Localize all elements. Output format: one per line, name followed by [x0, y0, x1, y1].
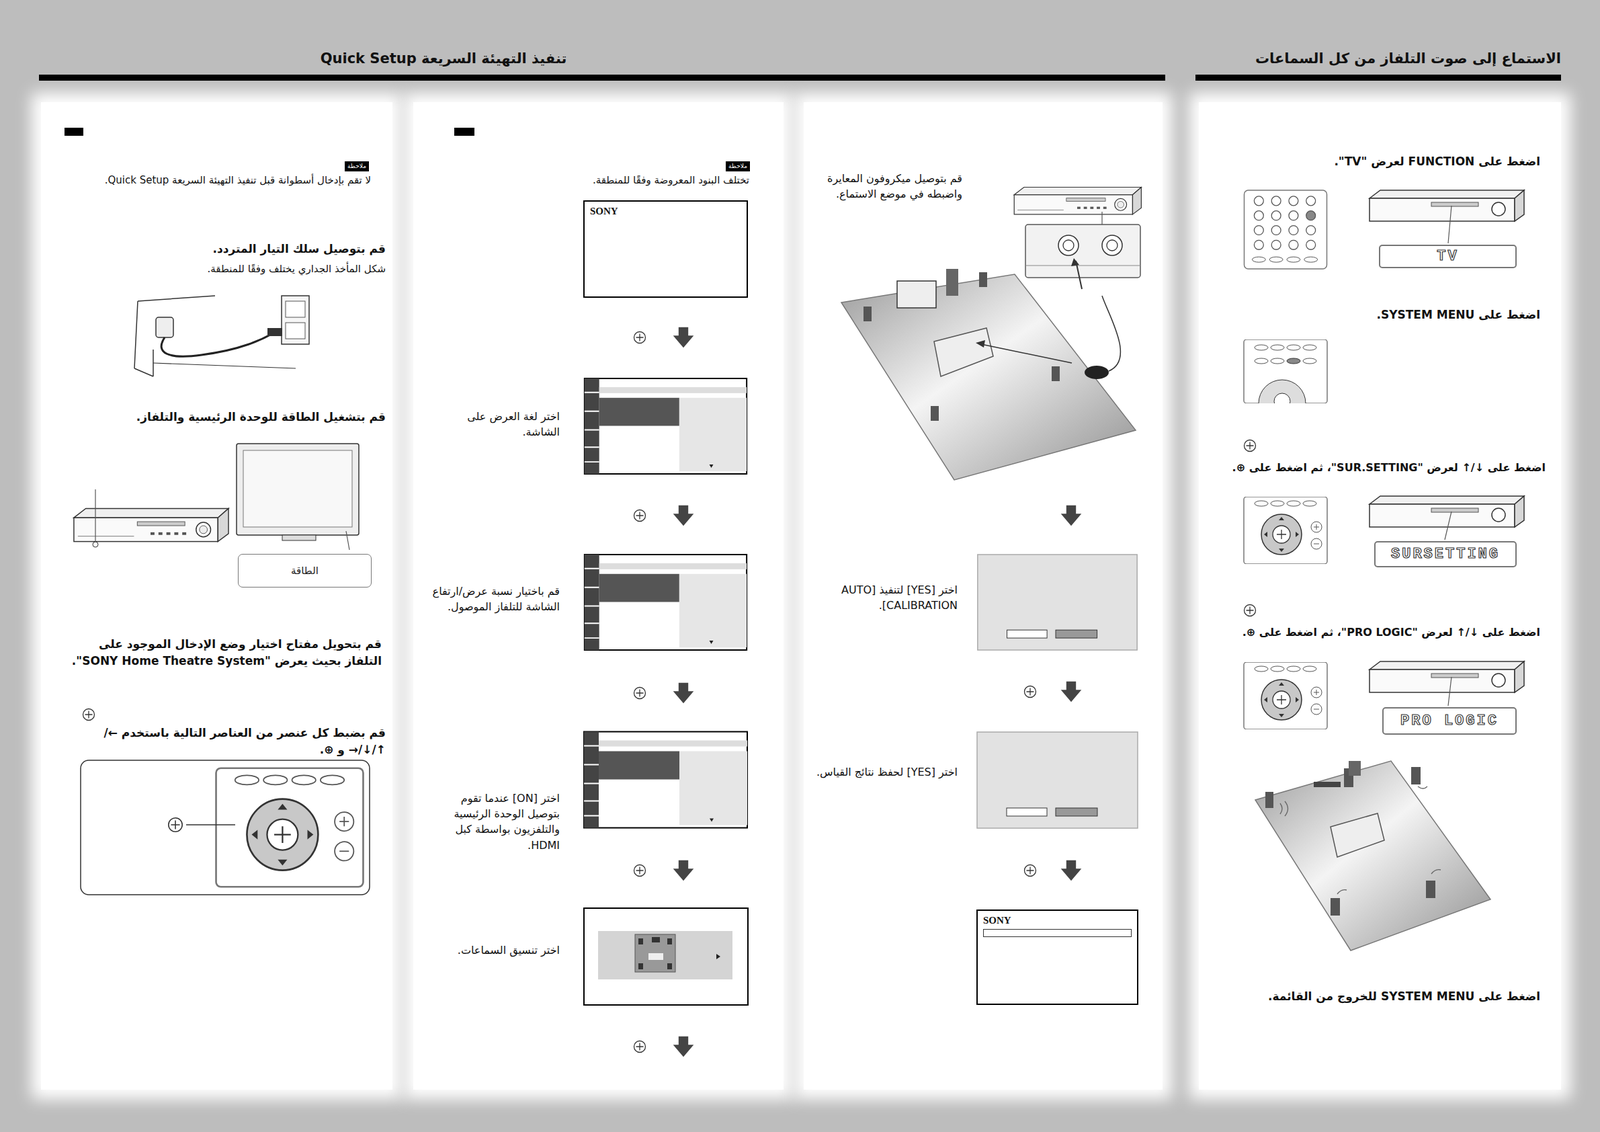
logo-text: SONY: [983, 914, 1132, 926]
display-window: SURSETTING: [1374, 540, 1517, 568]
instruction-text: اضغط على ↓/↑ لعرض "SUR.SETTING"، ثم اضغط…: [1209, 459, 1546, 476]
instruction-text: قم بتوصيل سلك التيار المتردد.: [69, 240, 386, 258]
logo-text: SONY: [590, 205, 742, 218]
lcd-text: TV: [1436, 247, 1459, 265]
instruction-text: لا تقم بإدخال أسطوانة قبل تنفيذ التهيئة …: [55, 173, 371, 189]
instruction-text: اضغط على ↓/↑ لعرض "PRO LOGIC"، ثم اضغط ع…: [1210, 624, 1541, 640]
instruction-text: اضغط على FUNCTION لعرض "TV".: [1224, 153, 1541, 171]
instruction-text: تختلف البنود المعروضة وفقًا للمنطقة.: [453, 173, 750, 189]
instruction-text: اضغط على SYSTEM MENU.: [1224, 306, 1541, 324]
tv-screen: SONY: [583, 200, 748, 298]
display-window: PRO LOGIC: [1382, 706, 1517, 735]
instruction-text: قم بتوصيل ميكروفون المعايرة واضبطه في مو…: [804, 170, 963, 202]
progress-bar: [983, 928, 1132, 937]
instruction-text: اختر [YES] لتنفيذ [AUTO CALIBRATION].: [823, 581, 958, 613]
instruction-text: قم بضبط كل عنصر من العناصر التالية باستخ…: [103, 724, 386, 758]
callout-label: الطاقة: [290, 564, 319, 577]
header-rule: [1195, 74, 1562, 81]
instruction-text: اختر تنسيق السماعات.: [425, 942, 560, 958]
instruction-text: اضغط على SYSTEM MENU للخروج من القائمة.: [1210, 987, 1541, 1005]
section-heading: تنفيذ التهيئة السريعة Quick Setup: [265, 48, 622, 69]
instruction-text: قم بتحويل مفتاح اختيار وضع الإدخال الموج…: [65, 635, 382, 669]
note-label: ملاحظة: [728, 162, 748, 171]
instruction-text: قم باختيار نسبة عرض/ارتفاع الشاشة للتلفا…: [432, 583, 560, 615]
instruction-text: قم بتشغيل الطاقة للوحدة الرئيسية والتلفا…: [69, 408, 386, 426]
header-rule: [38, 74, 1166, 81]
instruction-text: شكل المأخذ الجداري يختلف وفقًا للمنطقة.: [69, 262, 386, 277]
lcd-text: SURSETTING: [1391, 545, 1500, 563]
note-tag: ملاحظة: [344, 161, 369, 172]
lcd-text: PRO LOGIC: [1400, 712, 1499, 730]
section-heading: الاستماع إلى صوت التلفاز من كل السماعات: [1144, 48, 1562, 69]
instruction-text: اختر [ON] عندما تقوم بتوصيل الوحدة الرئي…: [445, 790, 560, 853]
note-label: ملاحظة: [347, 162, 367, 171]
display-window: TV: [1378, 244, 1517, 269]
tv-screen: SONY: [976, 909, 1139, 1005]
note-tag: ملاحظة: [725, 161, 750, 172]
instruction-text: اختر [YES] لحفظ نتائج القياس.: [796, 764, 958, 780]
callout-box: الطاقة: [237, 553, 372, 588]
instruction-text: اختر لغة العرض على الشاشة.: [458, 408, 560, 440]
